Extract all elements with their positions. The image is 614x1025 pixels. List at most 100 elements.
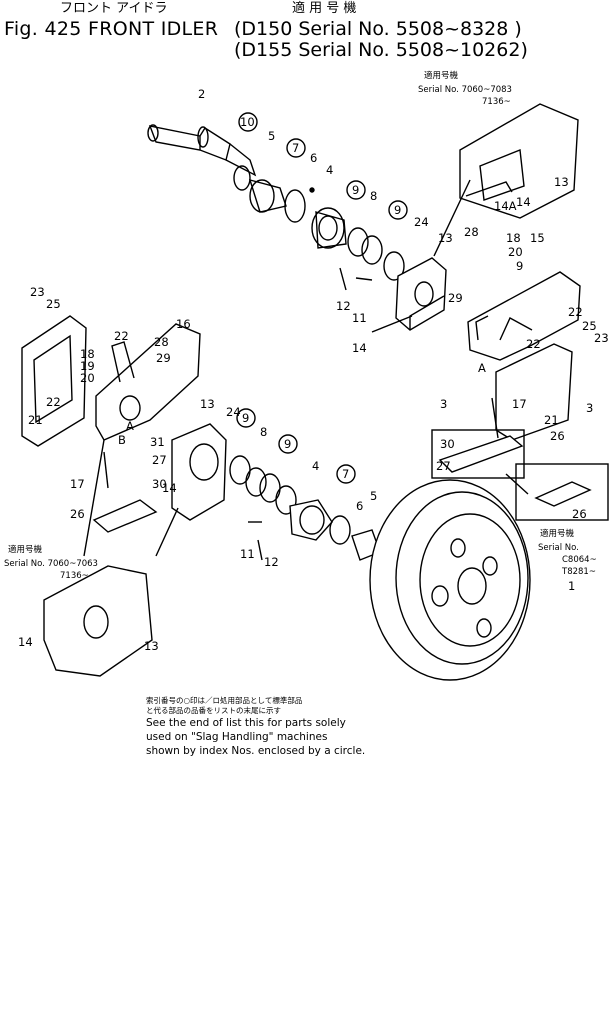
label-14a: 14A — [494, 199, 517, 213]
label-9: 9 — [352, 183, 359, 197]
rod-part — [103, 451, 109, 489]
label-b: B — [118, 433, 126, 447]
label-14: 14 — [516, 195, 531, 209]
label-12: 12 — [336, 299, 351, 313]
label-22: 22 — [568, 305, 583, 319]
inset-top-right-part — [459, 103, 579, 219]
o-ring-part — [229, 455, 251, 485]
inset-jp-label: 適用号機 — [8, 544, 43, 555]
o-ring-part — [284, 189, 306, 223]
o-ring-part — [275, 485, 297, 515]
label-6: 6 — [356, 499, 363, 513]
label-23: 23 — [30, 285, 45, 299]
label-10: 10 — [240, 115, 255, 129]
leader-line — [433, 179, 471, 257]
label-29: 29 — [156, 351, 171, 365]
inset-jp-label: 適用号機 — [424, 70, 459, 81]
label-30: 30 — [440, 437, 455, 451]
plate-part — [495, 343, 573, 441]
label-11: 11 — [352, 311, 367, 325]
inset-serial: Serial No. 7060~7083 — [418, 85, 512, 95]
label-a: A — [478, 361, 486, 375]
label-24: 24 — [414, 215, 429, 229]
leader-arrow — [505, 473, 529, 495]
label-15: 15 — [530, 231, 545, 245]
leader-line — [155, 507, 179, 557]
label-a: A — [126, 419, 134, 433]
footnote-en-3: shown by index Nos. enclosed by a circle… — [146, 745, 366, 757]
label-9: 9 — [516, 259, 523, 273]
collar-part — [248, 178, 287, 213]
label-30: 30 — [152, 477, 167, 491]
label-26: 26 — [572, 507, 587, 521]
label-5: 5 — [370, 489, 377, 503]
label-20: 20 — [80, 371, 95, 385]
index-circle — [238, 112, 258, 132]
o-ring-part — [329, 515, 351, 545]
label-9: 9 — [394, 203, 401, 217]
bolt-part — [339, 267, 347, 291]
label-2: 2 — [198, 87, 205, 101]
label-14: 14 — [162, 481, 177, 495]
label-13: 13 — [438, 231, 453, 245]
label-27: 27 — [436, 459, 451, 473]
label-8: 8 — [260, 425, 267, 439]
exploded-parts-diagram: 2 10 5 7 6 4 9 8 9 24 13 12 11 14 適用号機 S… — [4, 70, 609, 681]
leader-line — [371, 315, 413, 333]
label-1: 1 — [568, 579, 575, 593]
inset-box — [431, 429, 525, 479]
label-18: 18 — [80, 347, 95, 361]
shim-plate-part — [438, 435, 524, 473]
inset-serial-2: 7136~ — [482, 97, 511, 107]
label-31: 31 — [150, 435, 165, 449]
label-18: 18 — [506, 231, 521, 245]
label-11: 11 — [240, 547, 255, 561]
seal-part — [259, 473, 281, 503]
label-13: 13 — [554, 175, 569, 189]
label-27: 27 — [152, 453, 167, 467]
leader-line — [83, 439, 105, 557]
label-3: 3 — [440, 397, 447, 411]
label-8: 8 — [370, 189, 377, 203]
inset-serial-2: 7136~ — [60, 571, 89, 581]
o-ring-part — [233, 165, 251, 191]
footnote-jp-2: と代る部品の品番をリストの末尾に示す — [146, 706, 281, 715]
bracket-part — [171, 423, 227, 521]
label-21: 21 — [544, 413, 559, 427]
label-22: 22 — [114, 329, 129, 343]
label-23: 23 — [594, 331, 609, 345]
index-circle — [346, 180, 366, 200]
inset-left-part — [43, 565, 153, 677]
label-6: 6 — [310, 151, 317, 165]
label-24: 24 — [226, 405, 241, 419]
label-17: 17 — [70, 477, 85, 491]
label-28: 28 — [464, 225, 479, 239]
label-3: 3 — [586, 401, 593, 415]
footnote-en-1: See the end of list this for parts solel… — [146, 717, 346, 729]
figure-title: Fig. 425 FRONT IDLER — [4, 18, 219, 40]
index-circle — [236, 408, 256, 428]
bolt-part — [257, 539, 263, 561]
inset-serial: Serial No. 7060~7063 — [4, 559, 98, 569]
label-28: 28 — [154, 335, 169, 349]
footnote: 索引番号の○印は／ロ処用部品として標準部品 と代る部品の品番をリストの末尾に示す… — [146, 696, 365, 758]
hub-part — [289, 499, 333, 541]
label-5: 5 — [268, 129, 275, 143]
index-circle — [336, 464, 356, 484]
inset-serial: Serial No. — [538, 543, 579, 553]
inset-jp-label: 適用号機 — [540, 528, 575, 539]
label-13: 13 — [200, 397, 215, 411]
inset-serial-3: T8281~ — [561, 567, 596, 577]
label-29: 29 — [448, 291, 463, 305]
label-25: 25 — [46, 297, 61, 311]
label-4: 4 — [326, 163, 333, 177]
label-26: 26 — [70, 507, 85, 521]
label-22: 22 — [46, 395, 61, 409]
japanese-title: フロント アイドラ — [60, 1, 168, 16]
label-21: 21 — [28, 413, 43, 427]
idler-wheel-part — [369, 479, 531, 681]
label-20: 20 — [508, 245, 523, 259]
inset-serial-2: C8064~ — [562, 555, 597, 565]
footnote-en-2: used on "Slag Handling" machines — [146, 731, 328, 743]
hub-part — [309, 187, 347, 249]
